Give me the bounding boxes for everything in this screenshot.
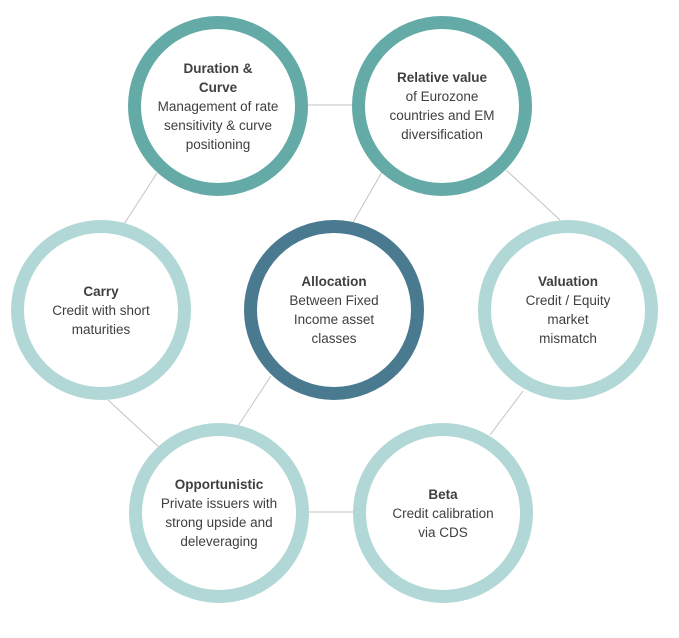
- node-valuation: Valuation Credit / Equity market mismatc…: [478, 220, 658, 400]
- connector-carry-opportunistic: [107, 399, 161, 449]
- node-beta: Beta Credit calibration via CDS: [353, 423, 533, 603]
- node-carry: Carry Credit with short maturities: [11, 220, 191, 400]
- node-valuation-body-2: market: [547, 312, 589, 327]
- connector-allocation-opportunistic: [235, 375, 272, 430]
- node-opportunistic-body-1: Private issuers with: [160, 496, 278, 511]
- node-carry-title-1: Carry: [83, 283, 119, 299]
- node-beta-body-2: via CDS: [418, 524, 468, 540]
- node-duration-curve: Duration & Curve Management of rate sens…: [128, 16, 308, 196]
- connector-relative-valuation: [505, 169, 561, 221]
- node-allocation-title-1: Allocation: [301, 274, 367, 289]
- node-opportunistic-title-1: Opportunistic: [174, 477, 264, 492]
- node-beta-title-1: Beta: [428, 486, 458, 502]
- node-opportunistic: Opportunistic Private issuers with stron…: [129, 423, 309, 603]
- node-relative-body-2: countries and EM: [389, 108, 495, 123]
- node-allocation-body-1: Between Fixed: [289, 293, 379, 308]
- node-relative-value: Relative value of Eurozone countries and…: [352, 16, 532, 196]
- node-relative-title-1: Relative value: [396, 70, 488, 85]
- node-valuation-body-3: mismatch: [539, 331, 597, 346]
- connector-relative-allocation: [351, 171, 383, 225]
- node-valuation-body-1: Credit / Equity: [525, 293, 611, 308]
- node-valuation-title-1: Valuation: [537, 274, 598, 289]
- node-duration-title-2: Curve: [198, 79, 238, 95]
- connector-valuation-beta: [489, 390, 524, 436]
- node-relative-body-1: of Eurozone: [405, 89, 479, 104]
- node-duration-body-1: Management of rate: [157, 98, 279, 114]
- node-duration-body-2: sensitivity & curve: [163, 117, 273, 133]
- node-opportunistic-body-2: strong upside and: [165, 515, 273, 530]
- node-beta-body-1: Credit calibration: [392, 505, 494, 521]
- node-carry-body-2: maturities: [71, 321, 131, 337]
- node-duration-title-1: Duration &: [183, 60, 253, 76]
- node-allocation-body-2: Income asset: [293, 312, 375, 327]
- node-duration-body-3: positioning: [185, 136, 251, 152]
- node-carry-body-1: Credit with short: [52, 302, 150, 318]
- node-allocation-body-3: classes: [311, 331, 357, 346]
- node-allocation: Allocation Between Fixed Income asset cl…: [244, 220, 424, 400]
- node-relative-body-3: diversification: [401, 127, 483, 142]
- node-opportunistic-body-3: deleveraging: [180, 534, 258, 549]
